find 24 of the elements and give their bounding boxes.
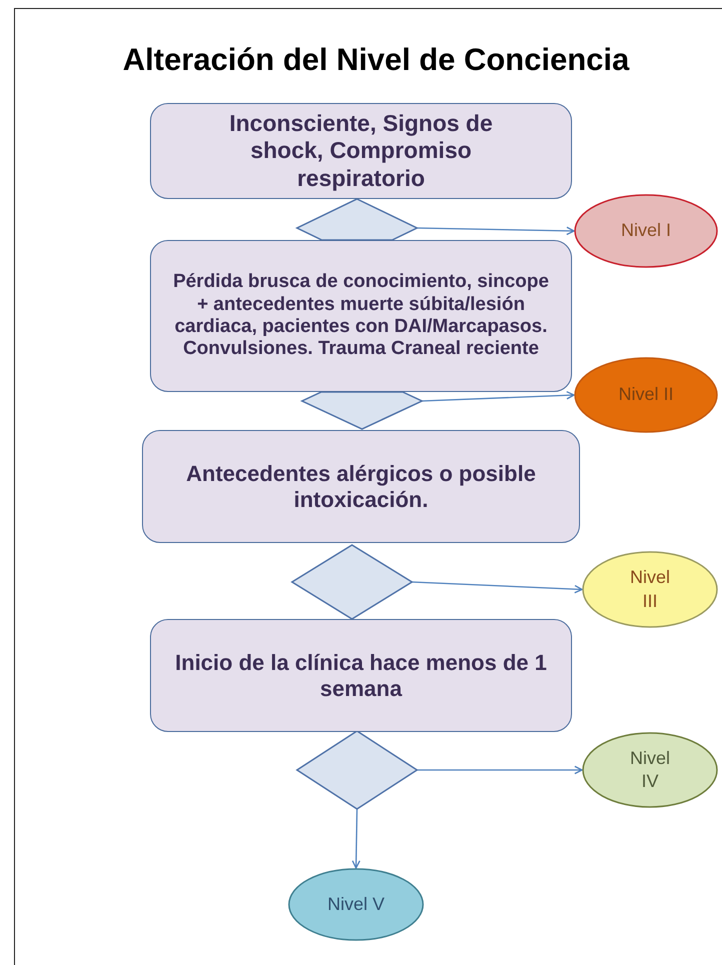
- box-text: Pérdida brusca de conocimiento, sincope + antecedentes muerte súbita/lesión cardiaca, pacientes con DAI/Marcapasos. Convulsiones. Trauma Craneal reciente: [172, 271, 550, 361]
- arrow: [352, 808, 360, 869]
- box-text: Antecedentes alérgicos o posible intoxicación.: [185, 460, 537, 512]
- level-ellipse: [288, 868, 424, 941]
- arrow: [412, 581, 583, 594]
- level-label: Nivel II: [617, 383, 674, 406]
- process-box: [150, 619, 572, 732]
- process-box: [150, 240, 572, 392]
- level-ellipse: [582, 732, 718, 808]
- level-ellipse: [574, 357, 718, 433]
- level-ellipse: [574, 194, 718, 268]
- arrow: [422, 391, 575, 402]
- box-text: Inconsciente, Signos de shock, Compromiso respiratorio: [228, 110, 494, 192]
- arrow: [417, 766, 583, 774]
- box-text: Inicio de la clínica hace menos de 1 semana: [174, 650, 548, 702]
- process-box: [150, 103, 572, 199]
- process-box: [142, 430, 580, 543]
- level-ellipse: [582, 551, 718, 628]
- level-label: Nivel V: [326, 892, 386, 916]
- diagram-title: Alteración del Nivel de Conciencia: [122, 42, 630, 78]
- level-label: Nivel I: [620, 219, 672, 242]
- level-label: Nivel IV: [628, 746, 671, 793]
- level-label: Nivel III: [628, 566, 671, 612]
- arrow: [416, 226, 575, 236]
